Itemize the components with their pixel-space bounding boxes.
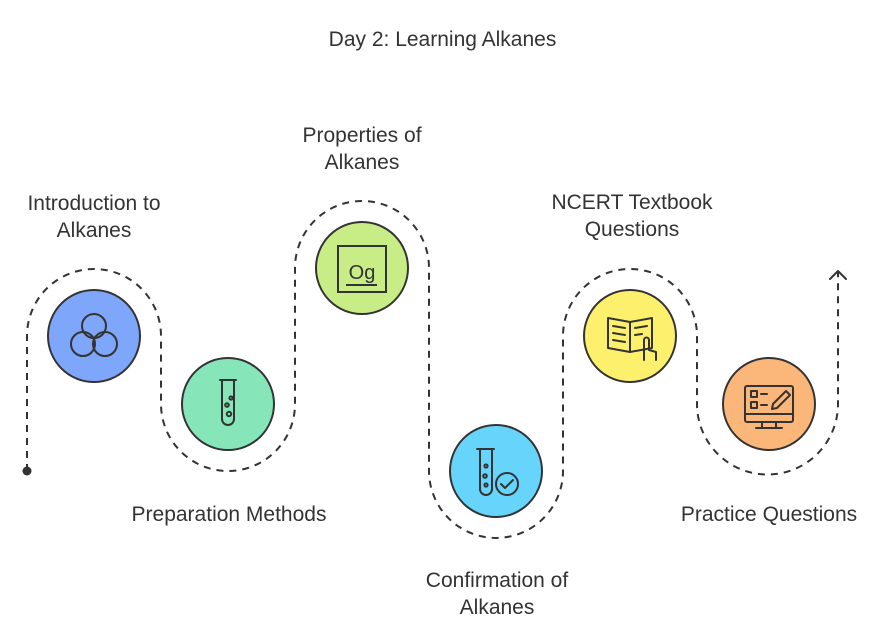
test-tube-icon bbox=[219, 379, 237, 426]
element-symbol: Og bbox=[349, 262, 376, 284]
book-hand-icon bbox=[607, 317, 657, 361]
flow-path bbox=[26, 200, 839, 539]
step-3-node: Og bbox=[315, 221, 409, 315]
step-5-node bbox=[583, 289, 677, 383]
element-og-icon: Og bbox=[337, 245, 387, 293]
step-2-node bbox=[181, 357, 275, 451]
diagram-title: Day 2: Learning Alkanes bbox=[328, 28, 557, 51]
path-start-dot bbox=[22, 466, 32, 476]
venn-circles-icon bbox=[70, 313, 118, 357]
step-1-node bbox=[47, 289, 141, 383]
step-4-node bbox=[449, 424, 543, 518]
step-6-label: Practice Questions bbox=[680, 503, 858, 526]
test-tube-check-icon bbox=[476, 448, 519, 496]
step-6-node bbox=[722, 357, 816, 451]
computer-pen-icon bbox=[744, 385, 794, 429]
step-2-label: Preparation Methods bbox=[131, 503, 327, 526]
arrow-up-icon bbox=[829, 270, 847, 280]
